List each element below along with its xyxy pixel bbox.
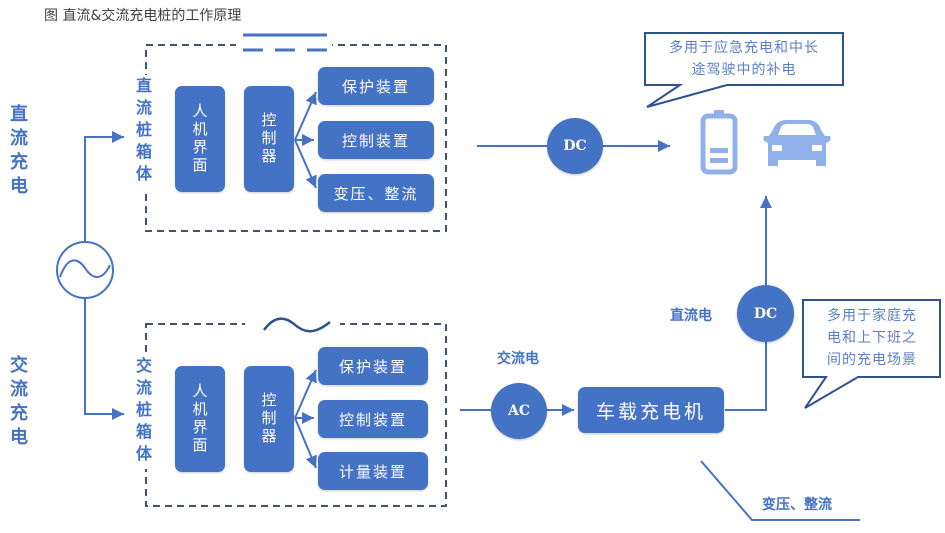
ac-controller-box: 控制器 [244, 366, 294, 472]
ac-callout-text: 多用于家庭充 电和上下班之 间的充电场景 [806, 305, 938, 371]
dc-charging-label: 直流充电 [7, 104, 28, 200]
ac-output-protection: 保护装置 [318, 347, 428, 385]
dc-symbol [236, 30, 332, 52]
dc-hmi-box: 人机界面 [175, 86, 225, 192]
ac-output-control: 控制装置 [318, 400, 428, 438]
car-icon [763, 120, 831, 166]
ac-callout-line: 多用于家庭充 [827, 308, 917, 324]
dc-callout-line: 多用于应急充电和中长 [669, 40, 819, 56]
ac-hmi-box: 人机界面 [175, 366, 225, 472]
ac-callout-line: 间的充电场景 [827, 352, 917, 368]
dc-power-label: 直流电 [670, 308, 712, 324]
ac-callout-bubble [802, 299, 941, 409]
ac-pile-box-label: 交流桩箱体 [130, 355, 154, 469]
dc-circle-ac-row: DC [737, 285, 794, 342]
ac-output-metering: 计量装置 [318, 452, 428, 490]
dc-callout-line: 途驾驶中的补电 [691, 62, 797, 78]
ac-symbol [245, 312, 340, 340]
dc-callout-text: 多用于应急充电和中长 途驾驶中的补电 [648, 37, 840, 81]
ac-power-label: 交流电 [497, 351, 539, 367]
ac-circle: AC [491, 383, 547, 439]
rectify-annotation: 变压、整流 [762, 497, 832, 513]
ac-charging-label: 交流充电 [7, 355, 28, 451]
dc-output-rectify: 变压、整流 [318, 174, 434, 212]
battery-icon [700, 110, 738, 175]
dc-output-control: 控制装置 [318, 121, 434, 159]
page-title: 图 直流&交流充电桩的工作原理 [44, 8, 242, 24]
dc-pile-box-label: 直流桩箱体 [130, 75, 154, 189]
dc-circle: DC [547, 118, 603, 174]
ac-source-icon [56, 241, 114, 299]
dc-callout-bubble [644, 32, 844, 108]
ac-callout-line: 电和上下班之 [827, 330, 917, 346]
onboard-charger-box: 车载充电机 [578, 387, 724, 433]
dc-controller-box: 控制器 [244, 86, 294, 192]
dc-output-protection: 保护装置 [318, 67, 434, 105]
